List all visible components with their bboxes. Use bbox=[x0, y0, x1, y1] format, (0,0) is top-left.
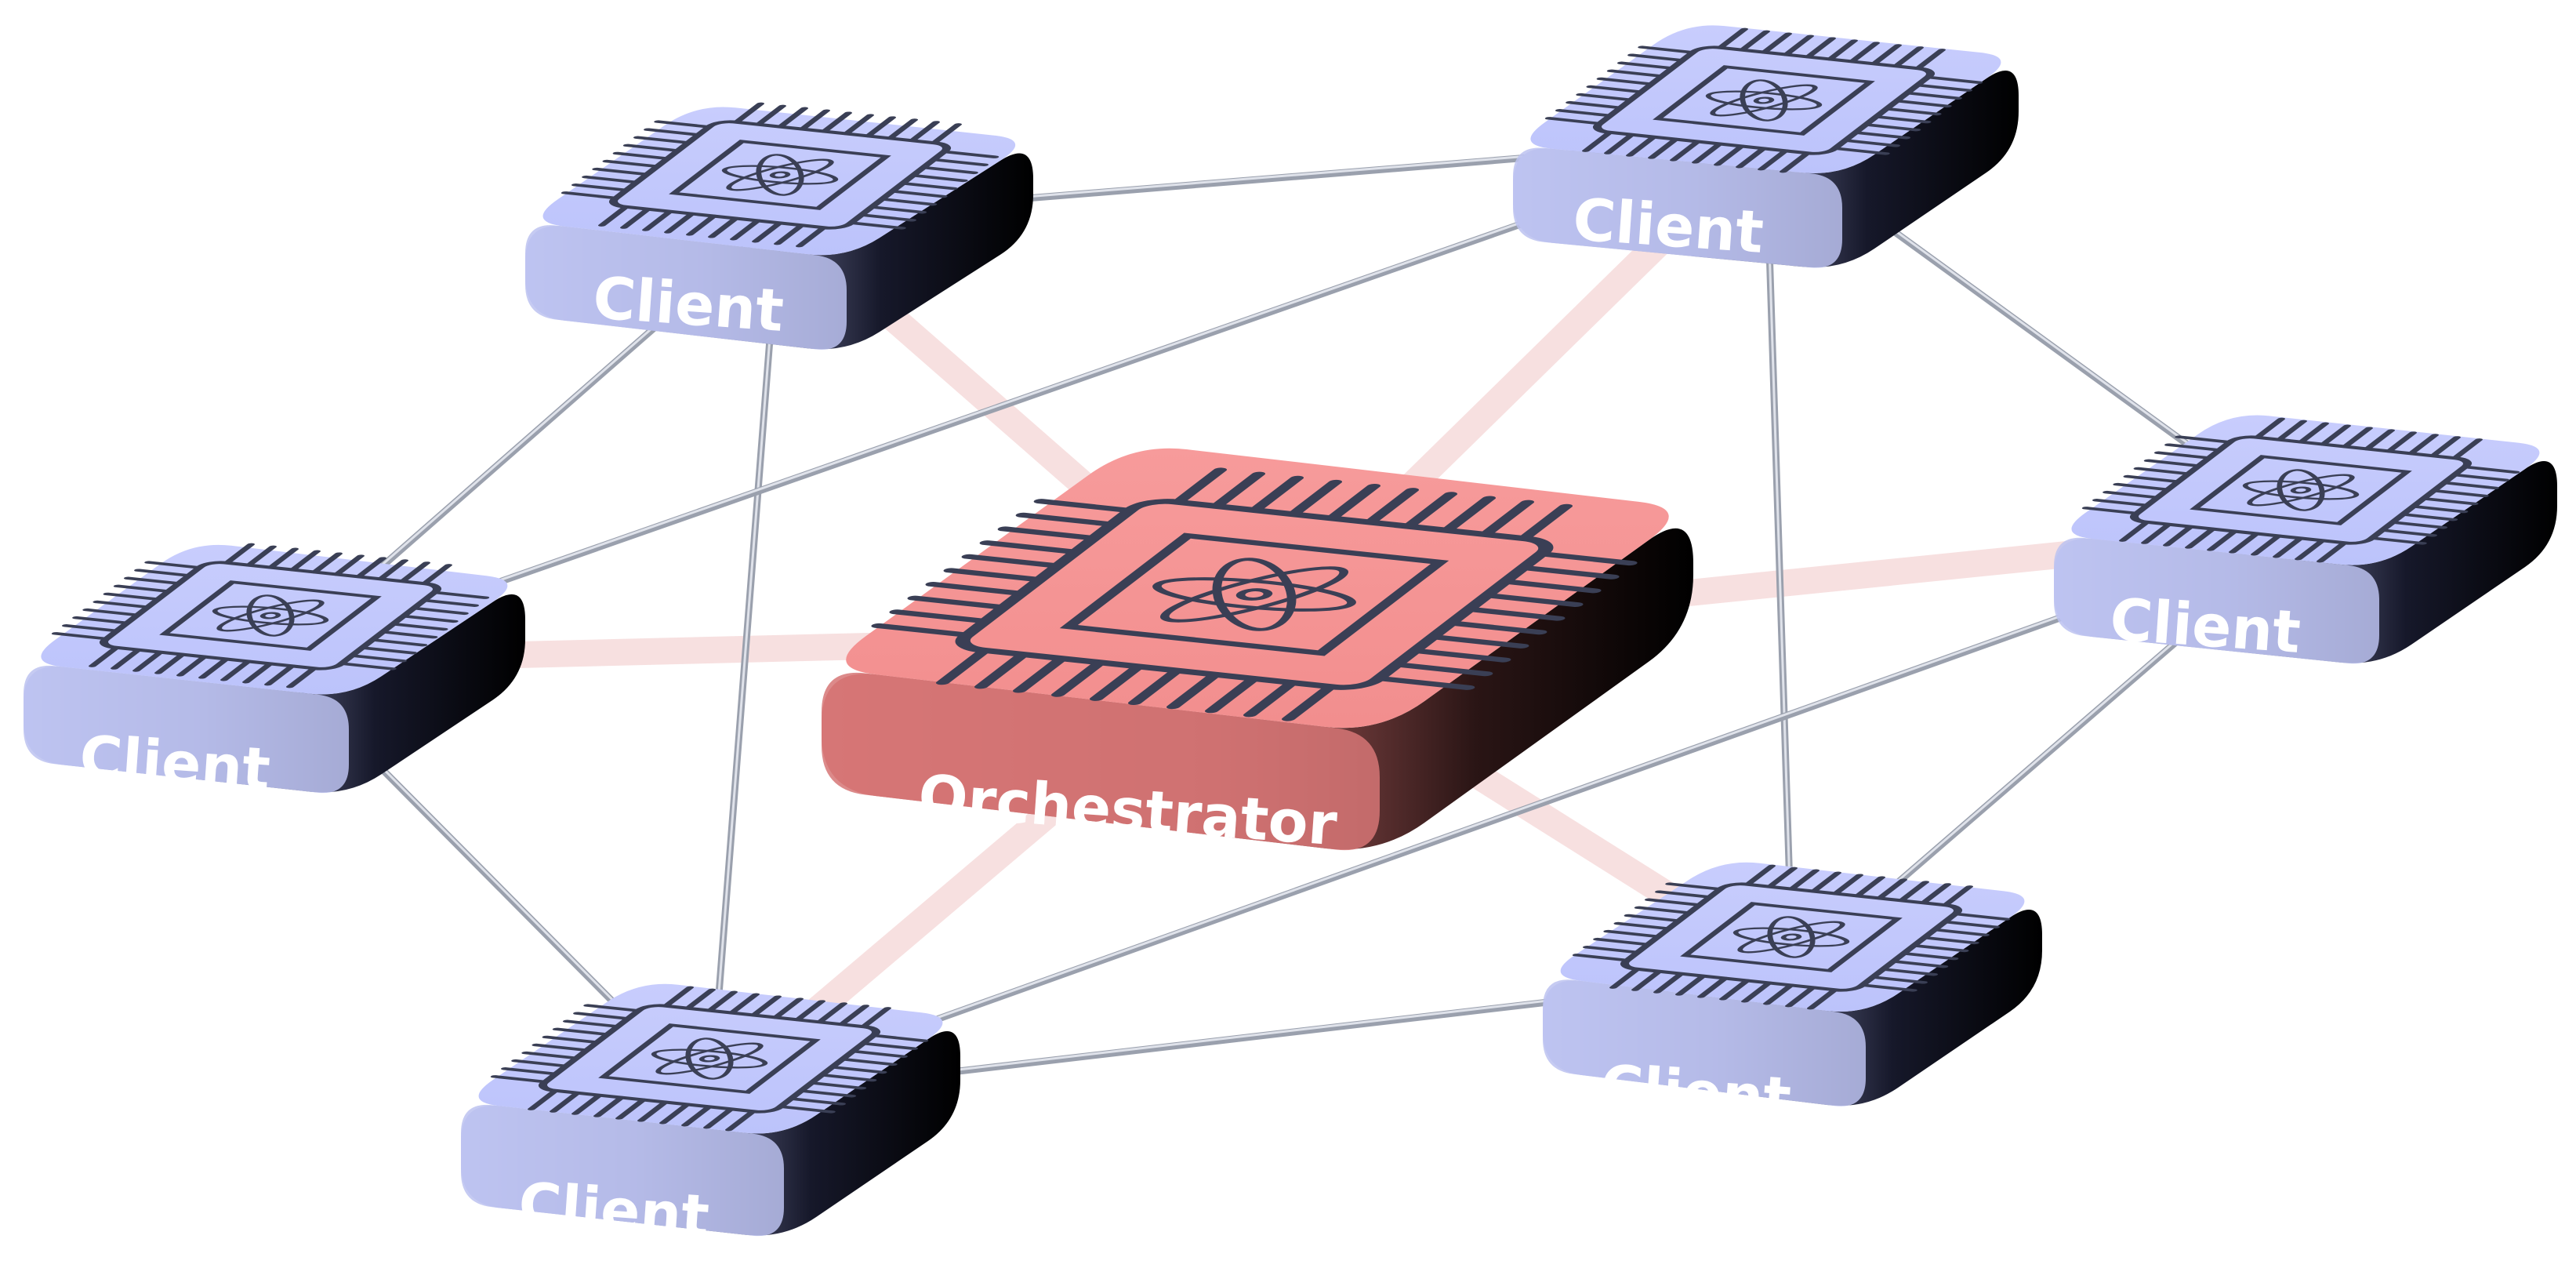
quantum-chip-icon bbox=[51, 543, 490, 689]
client-node-2: Client bbox=[1513, 25, 2019, 268]
nodes: Orchestrator Client Client Client Client… bbox=[24, 25, 2557, 1251]
quantum-chip-icon bbox=[1544, 27, 1983, 173]
client-label: Client bbox=[1598, 1052, 1794, 1133]
client-node-6: Client bbox=[1543, 862, 2042, 1133]
client-label: Client bbox=[591, 264, 786, 345]
client-label: Client bbox=[78, 723, 273, 804]
client-node-1: Client bbox=[525, 102, 1033, 350]
client-node-4: Client bbox=[2054, 415, 2557, 667]
client-label: Client bbox=[1571, 186, 1766, 267]
client-node-3: Client bbox=[24, 543, 525, 804]
quantum-chip-icon bbox=[871, 467, 1638, 721]
orchestrator-node: Orchestrator bbox=[822, 448, 1693, 859]
quantum-chip-icon bbox=[1572, 864, 2011, 1010]
client-node-5: Client bbox=[461, 983, 960, 1251]
quantum-chip-icon bbox=[561, 102, 1000, 248]
client-label: Client bbox=[2108, 586, 2303, 667]
quantum-chip-icon bbox=[2081, 417, 2520, 563]
client-label: Client bbox=[517, 1170, 712, 1251]
quantum-chip-icon bbox=[490, 986, 929, 1132]
